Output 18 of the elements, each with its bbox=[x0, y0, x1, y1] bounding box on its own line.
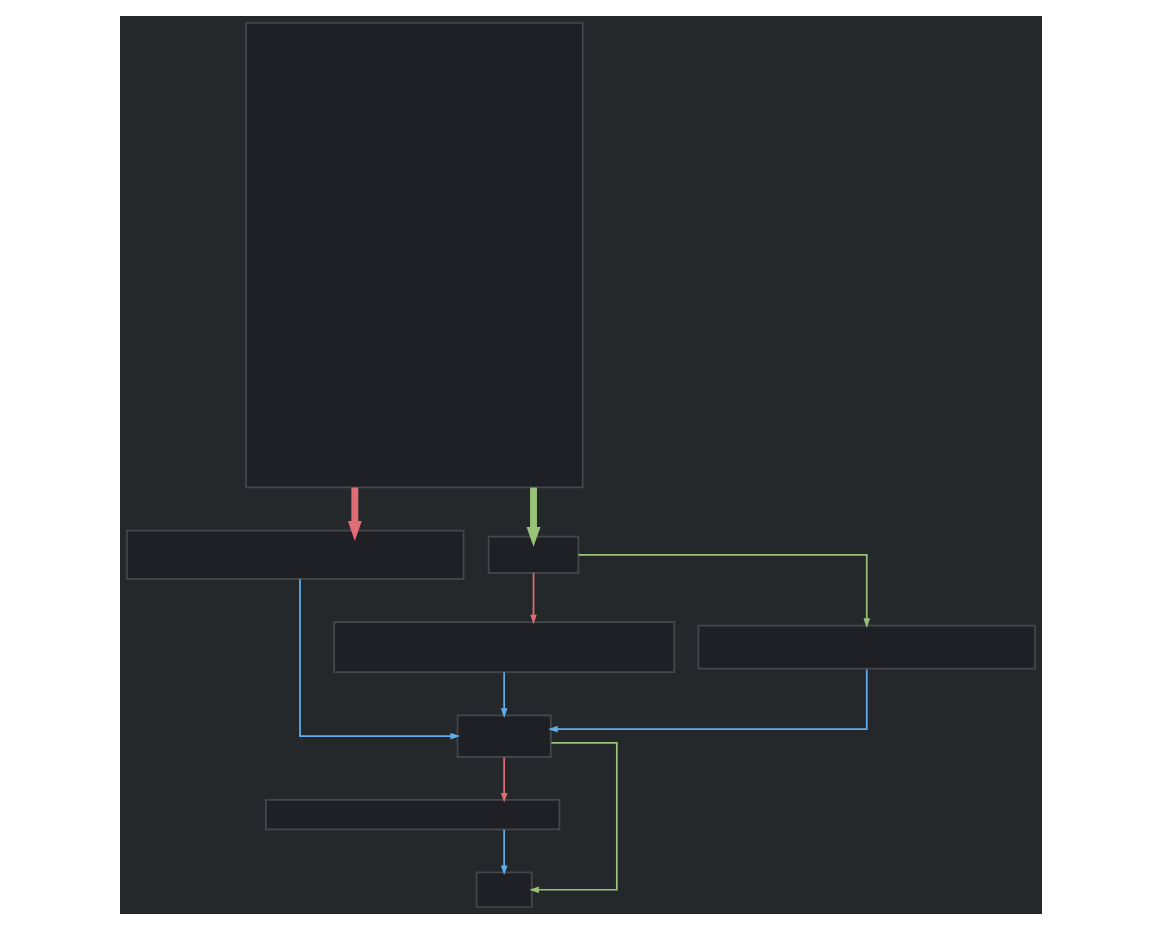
node-box bbox=[264, 799, 560, 831]
arrow bbox=[529, 572, 536, 625]
arrow bbox=[528, 742, 617, 894]
arrow bbox=[499, 756, 507, 803]
node-box bbox=[125, 529, 464, 580]
arrow bbox=[298, 578, 459, 740]
arrow bbox=[499, 671, 507, 718]
node-box bbox=[696, 624, 1035, 670]
arrow bbox=[346, 487, 361, 541]
node-box bbox=[486, 535, 579, 574]
arrow bbox=[525, 487, 540, 547]
node-box bbox=[455, 714, 551, 758]
node-box bbox=[474, 871, 532, 908]
node-box bbox=[332, 621, 675, 674]
arrow bbox=[576, 553, 870, 628]
node-box bbox=[244, 22, 583, 489]
arrow bbox=[499, 828, 507, 876]
arrow bbox=[547, 668, 867, 733]
